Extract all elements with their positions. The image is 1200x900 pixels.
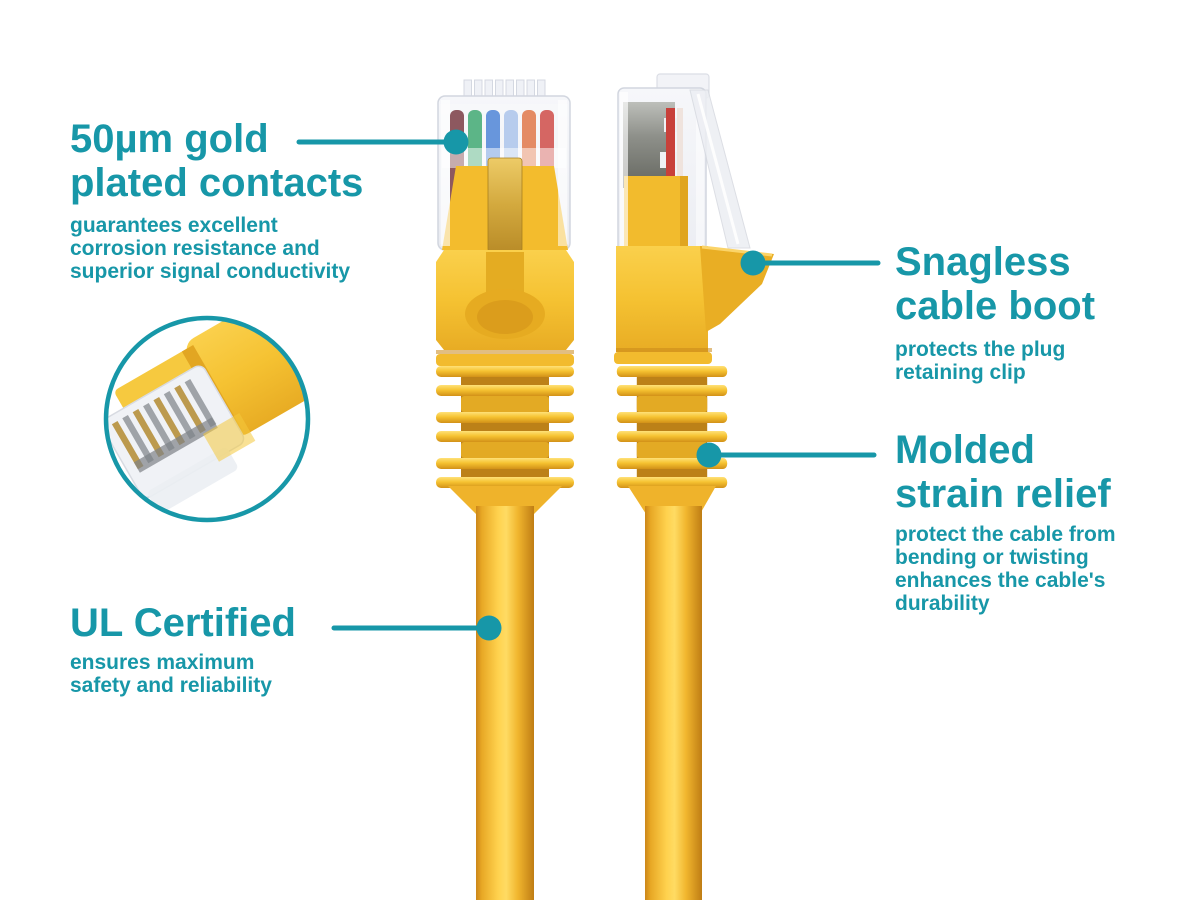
callout-leaders [296,129,881,641]
callout-description-ul-certified: ensures maximum safety and reliability [70,651,272,698]
side-plug-graphic [614,73,774,900]
callout-title-gold-contacts: 50µm gold plated contacts [70,117,364,205]
plug-boot [436,250,574,366]
callout-title-ul-certified: UL Certified [70,601,296,645]
gold-pins [111,379,218,473]
inset-ring [103,315,311,523]
front-plug-graphic [436,79,574,900]
strain-relief-ribs [436,366,574,488]
callout-dot-ul-certified [476,615,502,641]
closeup-inset [103,315,311,523]
callout-description-gold-contacts: guarantees excellent corrosion resistanc… [70,214,351,284]
callout-description-strain-relief: protect the cable from bending or twisti… [895,523,1116,616]
callout-dot-strain-relief [696,442,722,468]
strain-relief-ribs [616,366,728,488]
plug-pin-comb [463,79,546,105]
callout-title-strain-relief: Molded strain relief [895,428,1111,516]
cable [645,506,702,900]
gold-latch [487,157,523,253]
callout-title-snagless-boot: Snagless cable boot [895,240,1096,328]
white-wire [677,108,683,176]
callout-dot-snagless [740,250,766,276]
callout-description-snagless-boot: protects the plug retaining clip [895,338,1066,385]
cable [476,506,534,900]
callout-dot-gold-contacts [443,129,469,155]
retaining-clip [689,89,751,249]
snagless-boot [614,245,774,364]
red-wire [666,108,675,176]
